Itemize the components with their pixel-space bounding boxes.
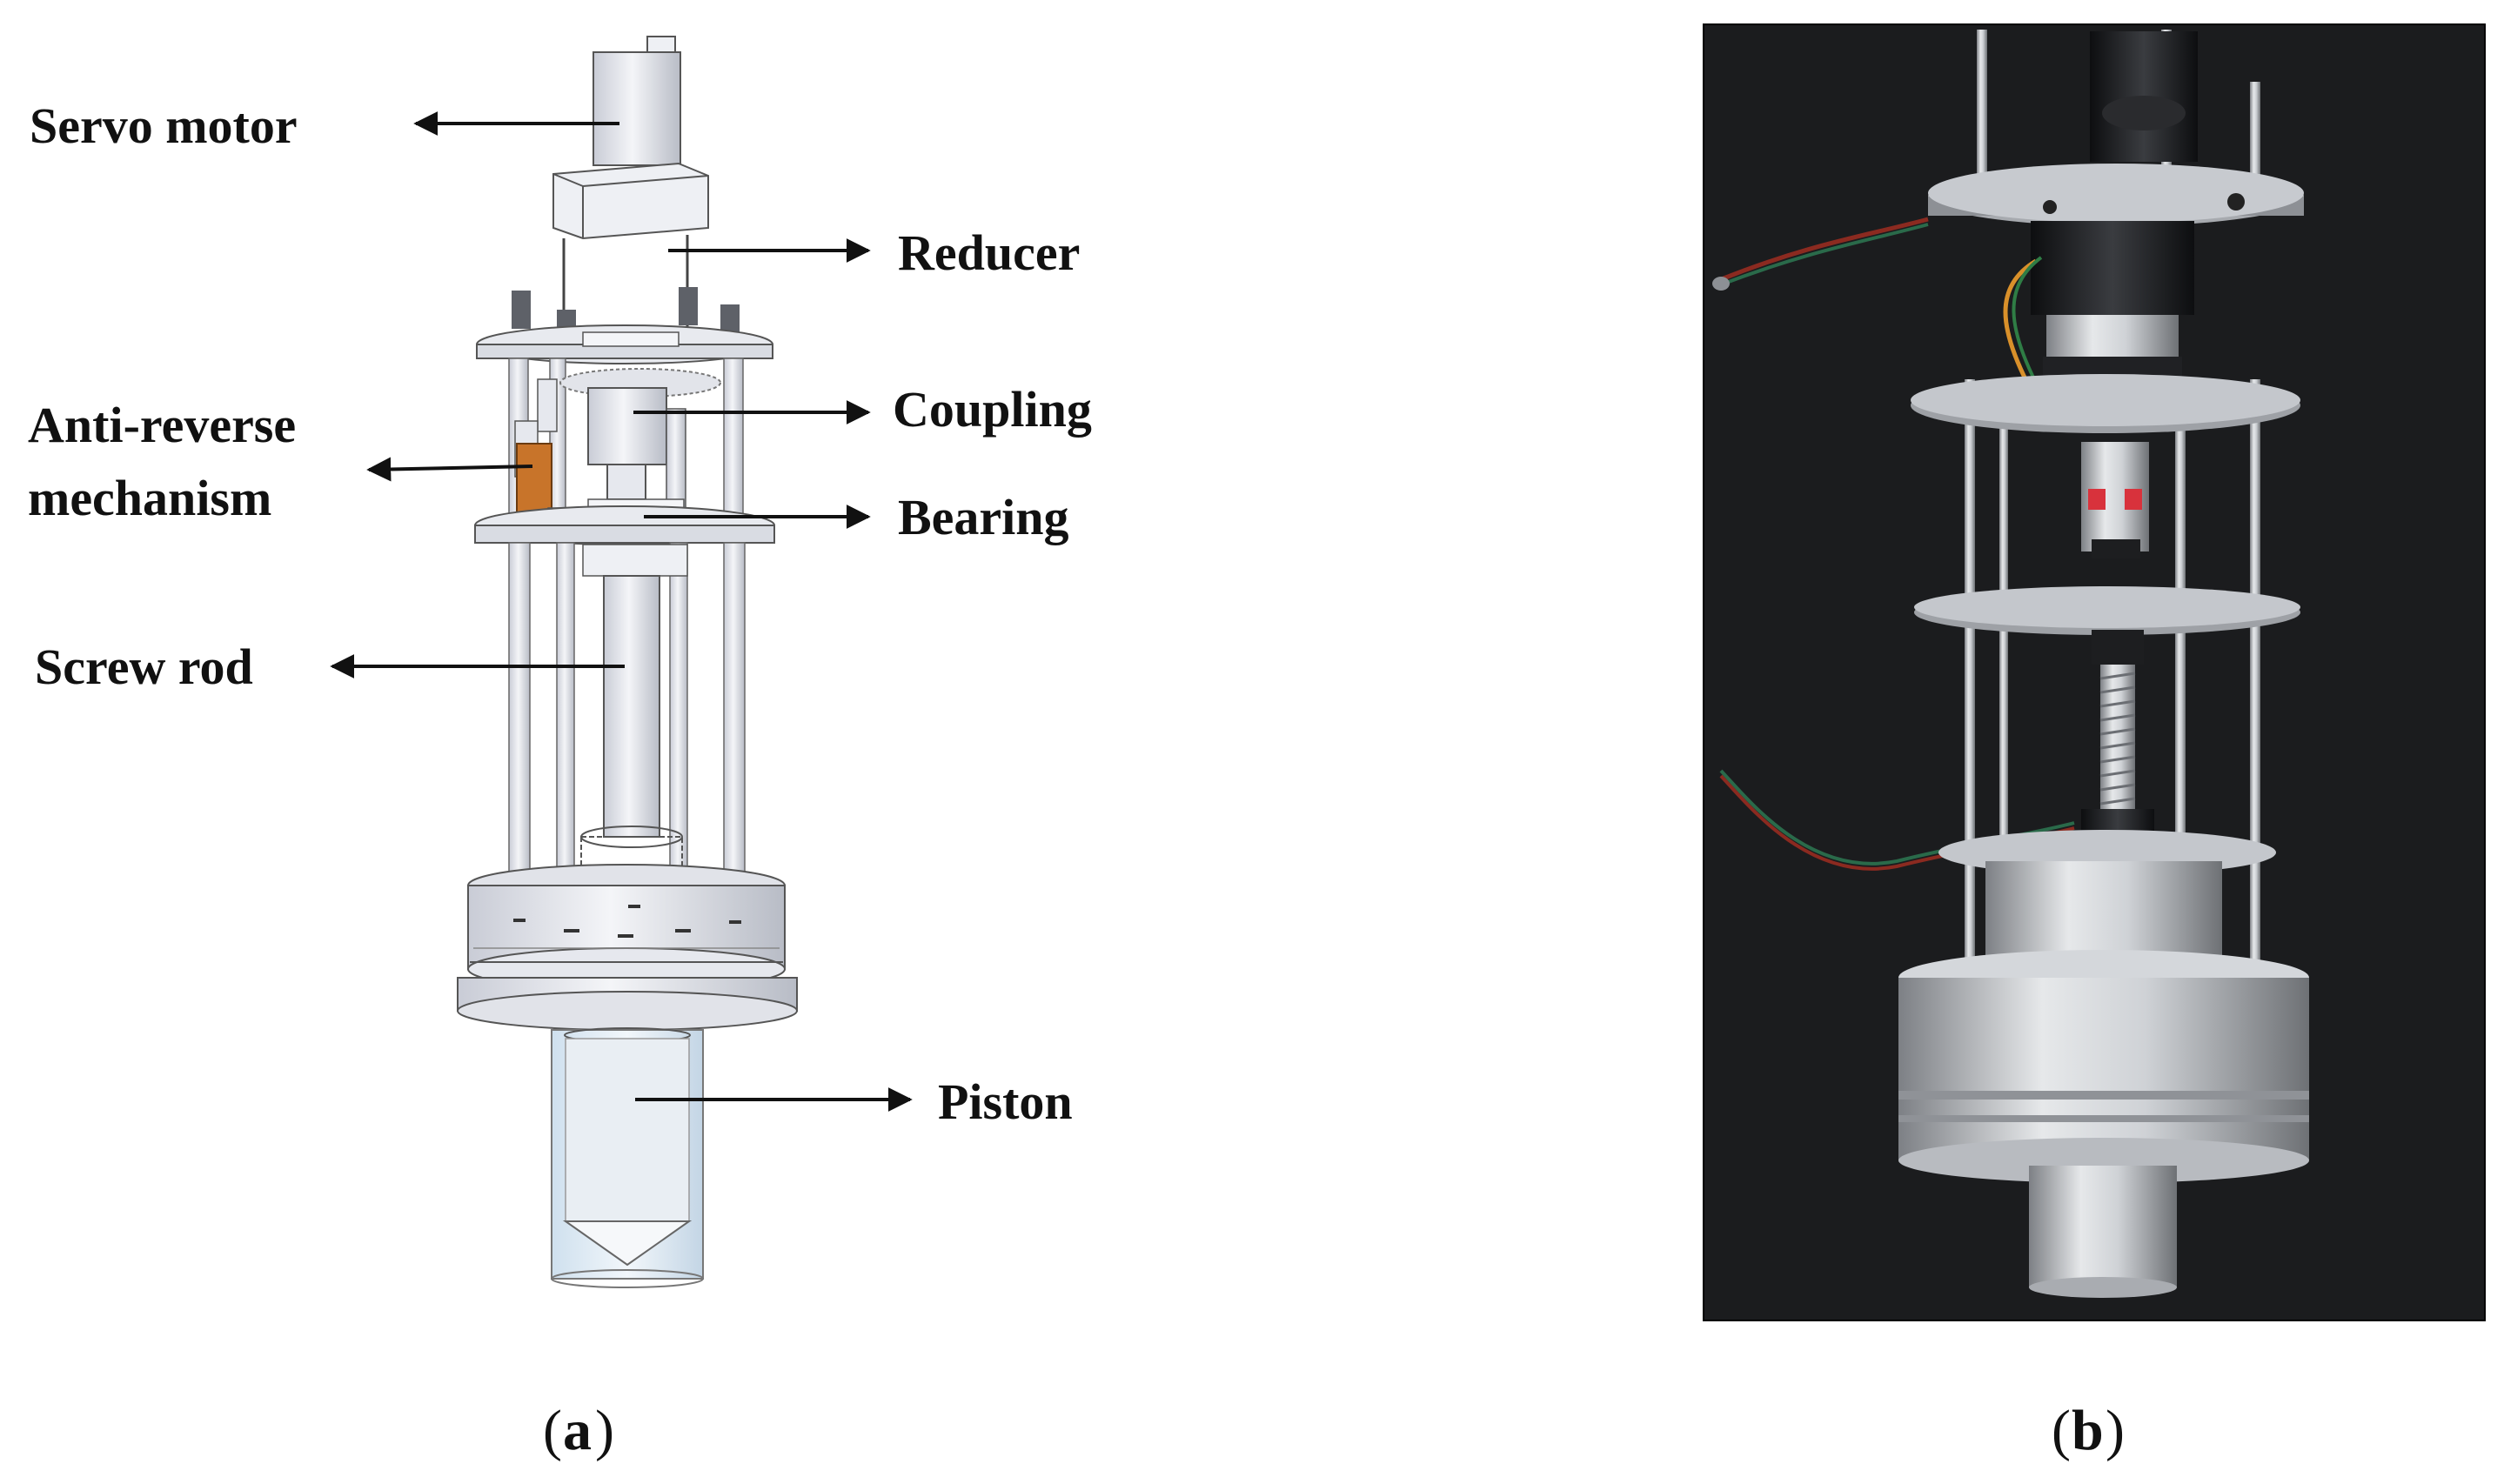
svg-text:): )	[595, 1399, 614, 1462]
callout-arrows	[330, 111, 913, 1112]
label-bearing: Bearing	[898, 489, 1069, 545]
svg-text:(: (	[2052, 1399, 2071, 1462]
servo-motor-part	[593, 36, 681, 166]
callout-labels: Servo motor Reducer Coupling Anti-revers…	[28, 97, 1092, 1130]
label-anti-reverse-line1: Anti-reverse	[28, 397, 296, 453]
label-screw-rod: Screw rod	[35, 638, 253, 695]
piston-part	[551, 1027, 704, 1288]
arrow-anti-reverse	[366, 457, 533, 482]
label-servo-motor: Servo motor	[30, 97, 298, 154]
caption-a: ( a )	[543, 1399, 614, 1462]
coupling-part	[559, 368, 721, 512]
label-coupling: Coupling	[893, 381, 1092, 438]
cad-drawing	[457, 36, 798, 1288]
caption-a-letter: a	[563, 1399, 592, 1462]
svg-text:): )	[2106, 1399, 2125, 1462]
screw-rod-part	[580, 544, 688, 872]
svg-text:(: (	[543, 1399, 562, 1462]
label-anti-reverse-line2: mechanism	[28, 470, 271, 526]
photo	[1703, 23, 2486, 1321]
base-part	[457, 864, 798, 1031]
caption-b-letter: b	[2072, 1399, 2104, 1462]
label-reducer: Reducer	[898, 224, 1080, 281]
lower-rods	[508, 542, 746, 885]
caption-b: ( b )	[2052, 1399, 2125, 1462]
label-piston: Piston	[938, 1073, 1073, 1130]
